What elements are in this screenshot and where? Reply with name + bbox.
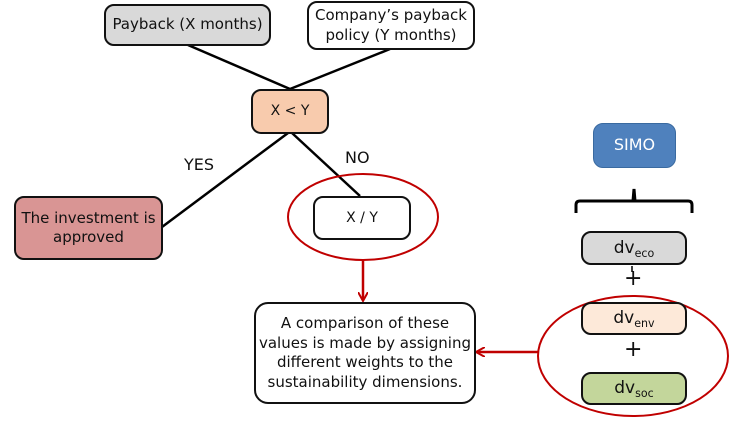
comparison-text-line2: values is made by assigning xyxy=(258,333,471,352)
comparison-text-line1: A comparison of these xyxy=(280,314,450,332)
policy-text-line2: policy (Y months) xyxy=(325,25,457,44)
plus-sign-2: + xyxy=(624,337,643,362)
brace-icon xyxy=(574,188,694,213)
policy-text-line1: Company’s payback xyxy=(315,6,467,24)
yes-label: YES xyxy=(184,155,215,174)
dv-eco-base: dv xyxy=(613,237,635,258)
connector-policy-to-condition xyxy=(289,47,391,91)
approved-text-line1: The investment is xyxy=(21,208,156,227)
connector-payback-to-condition xyxy=(187,43,291,91)
dv-soc-base: dv xyxy=(614,378,636,399)
condition-text: X < Y xyxy=(270,103,310,120)
no-label: NO xyxy=(345,148,370,167)
connector-yes-branch xyxy=(161,131,289,229)
dv-env-text: dvenv xyxy=(613,307,654,329)
dv-soc-subscript: soc xyxy=(635,387,654,401)
comparison-box: A comparison of these values is made by … xyxy=(254,302,476,404)
simo-box: SIMO xyxy=(593,123,676,168)
dv-env-box: dvenv xyxy=(581,302,687,335)
ratio-box: X / Y xyxy=(313,196,411,240)
condition-box: X < Y xyxy=(251,89,329,134)
dv-env-subscript: env xyxy=(634,317,655,331)
highlight-ellipse-env-soc xyxy=(537,295,729,417)
payback-text: Payback (X months) xyxy=(112,15,263,34)
comparison-text-line3: different weights to the xyxy=(276,353,454,371)
comparison-text-line4: sustainability dimensions. xyxy=(267,372,463,391)
dv-eco-text: dveco xyxy=(614,237,655,259)
dv-eco-box: dveco xyxy=(581,231,687,265)
payback-box: Payback (X months) xyxy=(104,4,271,46)
ratio-text: X / Y xyxy=(346,209,378,226)
plus-sign-1: + xyxy=(624,266,643,291)
dv-soc-text: dvsoc xyxy=(614,377,653,399)
connector-no-branch xyxy=(291,132,361,197)
approved-text-line2: approved xyxy=(53,228,124,246)
investment-approved-box: The investment is approved xyxy=(14,196,163,260)
dv-env-base: dv xyxy=(613,308,635,329)
dv-eco-subscript: eco xyxy=(634,246,655,260)
payback-policy-box: Company’s payback policy (Y months) xyxy=(307,1,475,50)
simo-text: SIMO xyxy=(613,135,656,155)
dv-soc-box: dvsoc xyxy=(581,372,687,405)
